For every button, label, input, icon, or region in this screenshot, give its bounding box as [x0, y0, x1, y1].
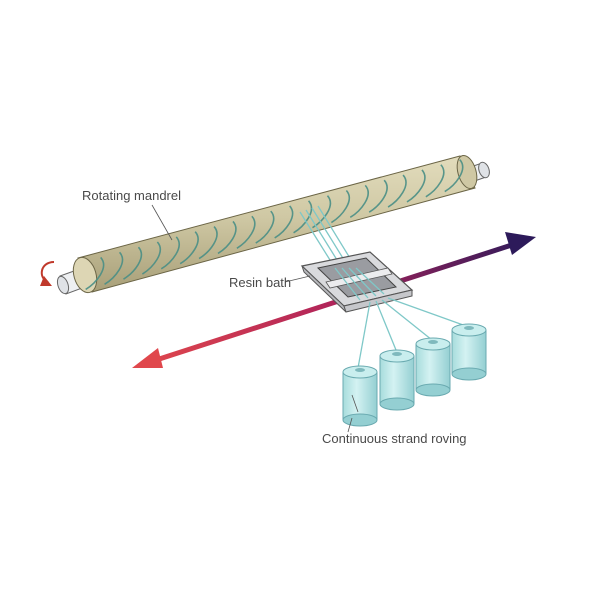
fiber-wrap-turn — [425, 164, 445, 198]
bobbin-1 — [342, 365, 378, 427]
label-roving: Continuous strand roving — [322, 431, 467, 446]
fiber-strands-to-bobbins — [357, 297, 467, 369]
fiber-wrap-turn — [368, 179, 388, 213]
fiber-wrap-turn — [217, 220, 237, 255]
fiber-wrap-turn — [274, 205, 294, 239]
fiber-wrap-turn — [330, 189, 351, 224]
fiber-wrap-turn — [236, 215, 256, 249]
roving-bobbins — [342, 323, 487, 427]
fiber-wrap-turn — [255, 210, 275, 244]
fiber-wrap-turn — [141, 241, 162, 275]
fiber-wrap-turn — [123, 246, 143, 280]
fiber-wrap-turn — [293, 200, 313, 234]
rotating-mandrel — [40, 154, 490, 295]
bobbin-4 — [451, 323, 487, 381]
fiber-wrap-turn — [349, 184, 369, 219]
label-rotating-mandrel: Rotating mandrel — [82, 188, 181, 203]
fiber-wrap-turn — [104, 251, 124, 285]
fiber-wrap-turn — [179, 231, 199, 265]
fiber-wrap-turn — [406, 169, 426, 203]
bobbin-2 — [379, 349, 415, 411]
rotation-arrow-icon — [40, 261, 55, 286]
arrow-head-left-icon — [132, 348, 163, 368]
bobbin-3 — [415, 337, 451, 397]
fiber-wrap-turn — [85, 256, 105, 291]
fiber-wrap-turn — [444, 159, 464, 193]
fiber-wrap-turn — [312, 195, 332, 229]
resin-bath — [300, 251, 414, 313]
label-resin-bath: Resin bath — [229, 275, 291, 290]
fiber-wrap-turn — [160, 236, 180, 270]
arrow-head-right-icon — [505, 232, 536, 255]
fiber-wrap-turn — [387, 174, 407, 208]
fiber-wrap-helix — [85, 159, 464, 291]
fiber-wrap-turn — [198, 226, 218, 260]
leader-lines — [151, 204, 359, 433]
traverse-arrow — [132, 232, 536, 368]
